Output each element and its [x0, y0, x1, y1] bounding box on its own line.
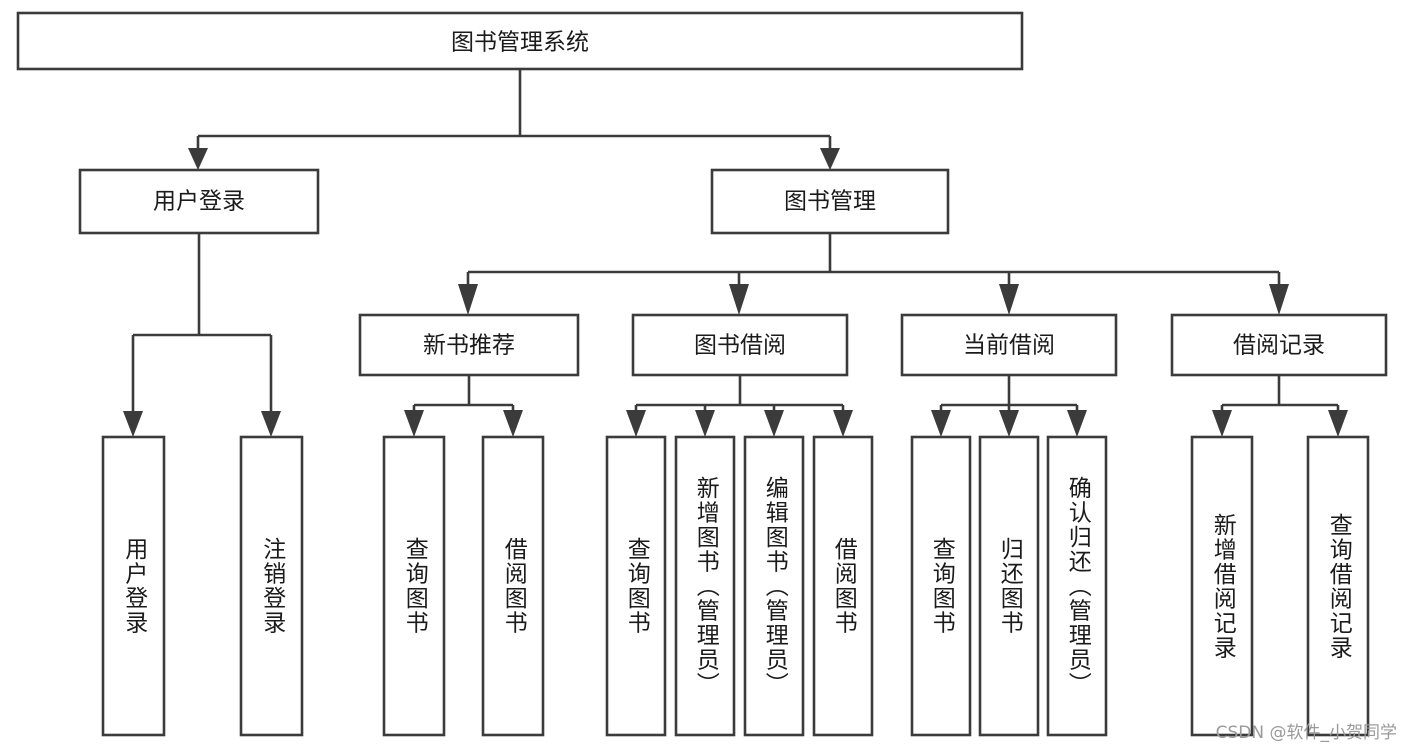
arrow-level3-2 — [729, 284, 749, 315]
leaf-box-query-book-borrow[interactable] — [605, 435, 667, 737]
leaf-box-logout[interactable] — [239, 435, 304, 737]
arrow-current-1 — [931, 410, 951, 437]
leaf-box-add-book-admin[interactable] — [674, 435, 736, 737]
node-root-box[interactable] — [16, 11, 1024, 71]
arrow-borrow-2 — [695, 410, 715, 437]
arrow-userlogin-1 — [123, 411, 143, 437]
node-book-manage-label: 图书管理 — [784, 189, 876, 215]
leaf-box-edit-book-admin[interactable] — [743, 435, 805, 737]
arrow-borrow-3 — [764, 410, 784, 437]
arrow-userlogin-2 — [261, 411, 281, 437]
arrow-level3-4 — [1269, 284, 1289, 315]
node-root-label: 图书管理系统 — [451, 30, 589, 56]
leaf-box-add-borrow-record[interactable] — [1190, 435, 1254, 737]
node-borrow-record-box[interactable] — [1170, 313, 1388, 377]
arrow-record-2 — [1328, 410, 1348, 437]
leaf-box-query-book-current[interactable] — [910, 435, 972, 737]
node-current-borrow-label: 当前借阅 — [963, 333, 1055, 359]
arrow-borrow-4 — [833, 410, 853, 437]
arrow-borrow-1 — [626, 410, 646, 437]
leaf-box-confirm-return-admin[interactable] — [1046, 435, 1108, 737]
leaf-box-user-login[interactable] — [101, 435, 166, 737]
node-new-book-recommend-label: 新书推荐 — [423, 333, 515, 359]
arrow-current-3 — [1067, 410, 1087, 437]
arrow-level2-1 — [188, 148, 208, 170]
leaf-box-query-borrow-record[interactable] — [1306, 435, 1370, 737]
arrow-recommend-2 — [503, 410, 523, 437]
leaf-box-borrow-book[interactable] — [812, 435, 874, 737]
node-current-borrow-box[interactable] — [900, 313, 1118, 377]
node-user-login-label: 用户登录 — [153, 189, 245, 215]
node-book-manage-box[interactable] — [710, 168, 950, 235]
node-new-book-recommend-box[interactable] — [358, 313, 580, 377]
arrow-current-2 — [999, 410, 1019, 437]
arrow-record-1 — [1212, 410, 1232, 437]
node-book-borrow-label: 图书借阅 — [694, 333, 786, 359]
arrow-level3-3 — [999, 284, 1019, 315]
leaf-box-borrow-book-recommend[interactable] — [481, 435, 545, 737]
arrow-level2-2 — [820, 148, 840, 170]
node-book-borrow-box[interactable] — [631, 313, 849, 377]
arrow-level3-1 — [458, 284, 478, 315]
leaf-box-return-book[interactable] — [978, 435, 1040, 737]
watermark-text: CSDN @软件_小贺同学 — [1215, 723, 1397, 743]
node-borrow-record-label: 借阅记录 — [1233, 333, 1325, 359]
leaf-box-query-book-recommend[interactable] — [382, 435, 446, 737]
arrow-recommend-1 — [404, 410, 424, 437]
